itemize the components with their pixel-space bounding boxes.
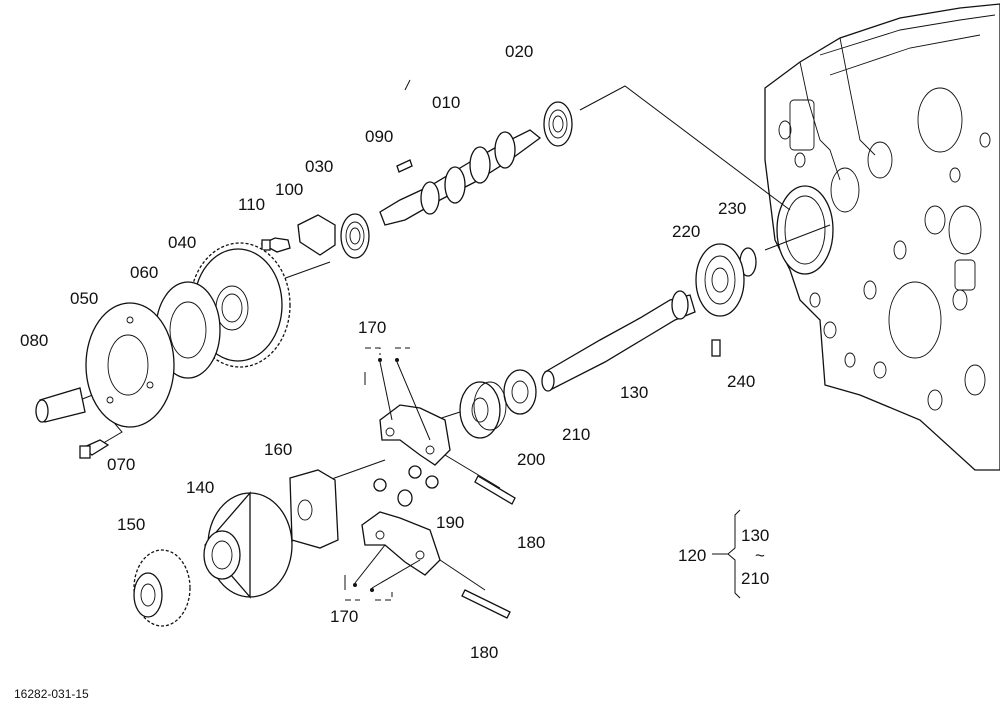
callout-020: 020 bbox=[505, 42, 533, 61]
callout-240: 240 bbox=[727, 372, 755, 391]
part-010-camshaft bbox=[379, 129, 542, 226]
callout-140: 140 bbox=[186, 478, 214, 497]
part-190-pins bbox=[373, 465, 439, 507]
part-150-gear bbox=[133, 549, 191, 627]
part-240-screw bbox=[711, 339, 721, 357]
part-170-holder-top bbox=[364, 347, 451, 466]
assembly-range-end: 210 bbox=[741, 569, 769, 588]
callout-030: 030 bbox=[305, 157, 333, 176]
part-180-pin-bottom bbox=[461, 589, 511, 619]
assembly-range-start: 130 bbox=[741, 526, 769, 545]
part-200-sleeve bbox=[459, 381, 507, 439]
assembly-120-bracket bbox=[712, 509, 741, 599]
callout-090: 090 bbox=[365, 127, 393, 146]
part-170-holder-bottom bbox=[344, 511, 441, 601]
part-130-shaft bbox=[541, 290, 696, 392]
engine-block bbox=[764, 3, 1000, 471]
callout-labels: 020 010 090 030 100 110 040 060 050 080 … bbox=[20, 42, 755, 662]
callout-100: 100 bbox=[275, 180, 303, 199]
callout-190: 190 bbox=[436, 513, 464, 532]
callout-010: 010 bbox=[432, 93, 460, 112]
callout-170-bottom: 170 bbox=[330, 607, 358, 626]
assembly-range-symbol: ~ bbox=[755, 546, 765, 565]
part-020-bearing bbox=[543, 101, 573, 147]
callout-180-bottom: 180 bbox=[470, 643, 498, 662]
part-220-bearing bbox=[695, 243, 745, 317]
callout-130: 130 bbox=[620, 383, 648, 402]
callout-180-top: 180 bbox=[517, 533, 545, 552]
callout-170-top: 170 bbox=[358, 318, 386, 337]
callout-220: 220 bbox=[672, 222, 700, 241]
part-140-body bbox=[203, 491, 293, 599]
part-180-pin-top bbox=[474, 475, 516, 505]
callout-160: 160 bbox=[264, 440, 292, 459]
callout-070: 070 bbox=[107, 455, 135, 474]
part-160-holder bbox=[289, 469, 339, 549]
part-100-plate bbox=[297, 214, 336, 256]
assembly-group-label: 120 130 ~ 210 bbox=[678, 526, 769, 588]
part-080-plug bbox=[35, 387, 86, 423]
part-110-bolt bbox=[260, 237, 291, 253]
callout-060: 060 bbox=[130, 263, 158, 282]
part-030-bearing bbox=[340, 213, 370, 259]
drawing-number: 16282-031-15 bbox=[14, 687, 89, 701]
callout-200: 200 bbox=[517, 450, 545, 469]
part-070-bolt bbox=[79, 439, 110, 459]
callout-150: 150 bbox=[117, 515, 145, 534]
part-090-key bbox=[396, 159, 413, 173]
callout-080: 080 bbox=[20, 331, 48, 350]
callout-210: 210 bbox=[562, 425, 590, 444]
callout-110: 110 bbox=[238, 195, 265, 214]
callout-230: 230 bbox=[718, 199, 746, 218]
assembly-number: 120 bbox=[678, 546, 706, 565]
callout-040: 040 bbox=[168, 233, 196, 252]
part-050-cover bbox=[85, 302, 175, 428]
part-210-washer bbox=[503, 369, 537, 415]
callout-050: 050 bbox=[70, 289, 98, 308]
